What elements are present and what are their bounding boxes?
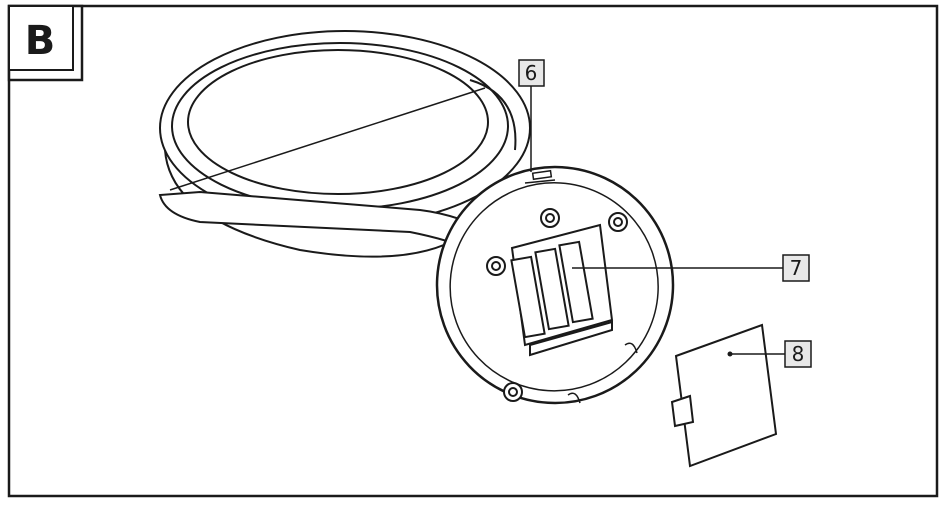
callout-7-label: 7 <box>790 256 803 280</box>
battery-compartment <box>510 223 614 357</box>
section-label-box: B <box>7 4 84 82</box>
callout-7: 7 <box>572 254 810 282</box>
mirror-lid <box>159 30 531 258</box>
switch-marking <box>524 169 556 184</box>
callout-8-label: 8 <box>792 342 805 366</box>
battery-cover <box>670 323 778 468</box>
screw-posts <box>486 208 628 402</box>
section-label: B <box>25 18 56 64</box>
callout-6-label: 6 <box>525 61 538 85</box>
callout-8: 8 <box>727 340 812 368</box>
callout-6: 6 <box>518 59 545 172</box>
